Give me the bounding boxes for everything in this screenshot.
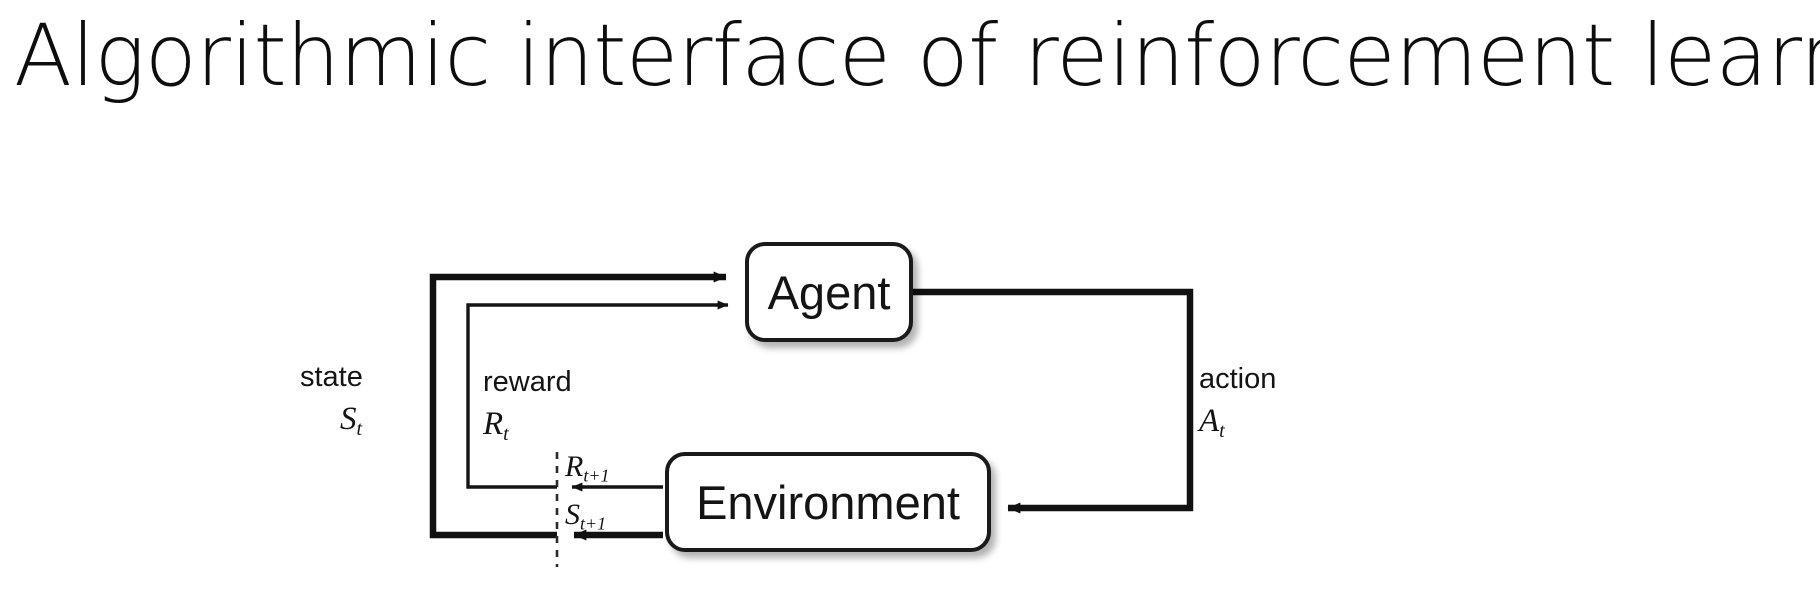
environment-node-label: Environment bbox=[696, 475, 960, 529]
reward-symbol-base: R bbox=[483, 406, 504, 442]
reward-connector bbox=[466, 300, 729, 489]
action-edge-label: action bbox=[1199, 363, 1277, 395]
state-next-symbol-label: St+1 bbox=[565, 498, 607, 534]
reward-next-symbol-subscript: t+1 bbox=[583, 465, 610, 486]
environment-node: Environment bbox=[665, 452, 991, 552]
agent-node: Agent bbox=[745, 242, 913, 342]
state-edge-label: state bbox=[300, 361, 363, 393]
reward-edge-label: reward bbox=[483, 366, 572, 398]
agent-node-label: Agent bbox=[767, 265, 891, 319]
reward-symbol-subscript: t bbox=[503, 423, 509, 445]
state-symbol-label: St bbox=[340, 401, 363, 440]
action-symbol-base: A bbox=[1199, 403, 1220, 439]
page-title: Algorithmic interface of reinforcement l… bbox=[14, 6, 1820, 106]
action-symbol-label: At bbox=[1199, 403, 1225, 442]
action-connector bbox=[913, 288, 1194, 514]
reward-next-symbol-base: R bbox=[565, 450, 584, 483]
state-next-symbol-base: S bbox=[565, 498, 580, 531]
action-symbol-subscript: t bbox=[1219, 420, 1225, 442]
reward-next-symbol-label: Rt+1 bbox=[565, 450, 610, 486]
reward-symbol-label: Rt bbox=[483, 406, 509, 445]
state-symbol-subscript: t bbox=[356, 418, 363, 440]
state-symbol-base: S bbox=[340, 401, 357, 437]
state-connector bbox=[429, 271, 727, 539]
state-next-symbol-subscript: t+1 bbox=[580, 513, 607, 534]
